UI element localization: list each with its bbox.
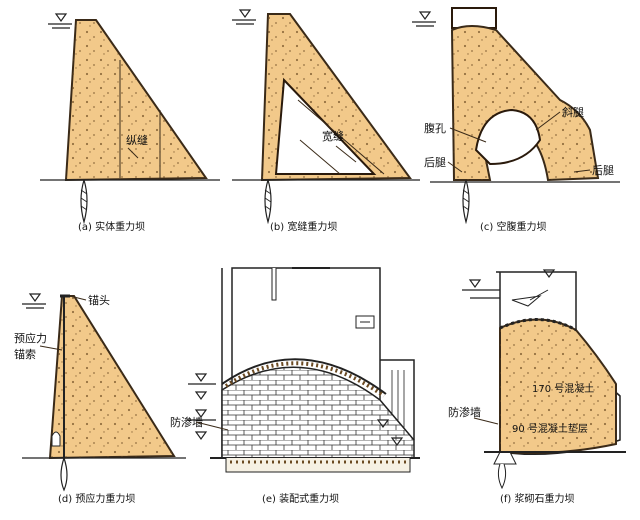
panel-b-slotted-dam: 宽缝 (b) 宽缝重力坝 xyxy=(232,9,420,233)
drain-gallery-icon xyxy=(355,315,375,329)
grout-curtain-icon xyxy=(264,179,272,225)
anchor-cable-label: 锚索 xyxy=(14,347,36,361)
grout-curtain-icon xyxy=(462,179,470,225)
caption-e: (e) 装配式重力坝 xyxy=(262,492,339,505)
panel-a-solid-dam: 纵缝 (a) 实体重力坝 xyxy=(40,13,220,233)
wide-joint-label: 宽缝 xyxy=(322,129,344,143)
water-level-icon xyxy=(412,11,436,27)
water-level-icon xyxy=(188,373,216,441)
seepage-wall-label-f: 防渗墙 xyxy=(448,405,481,419)
anchor-head-label: 锚头 xyxy=(88,293,110,307)
water-level-icon xyxy=(462,279,500,299)
concrete-90-label: 90 号混凝土垫层 xyxy=(512,422,588,435)
longitudinal-joint-label: 纵缝 xyxy=(126,133,148,147)
panel-c-hollow-dam: 腹孔 斜腿 后腿 后腿 (c) 空腹重力坝 xyxy=(412,7,620,233)
caption-c: (c) 空腹重力坝 xyxy=(480,220,546,233)
water-level-icon xyxy=(232,9,256,25)
caption-b: (b) 宽缝重力坝 xyxy=(270,220,337,233)
caption-f: (f) 浆砌石重力坝 xyxy=(500,492,575,505)
seepage-wall-label-e: 防渗墙 xyxy=(170,415,203,429)
water-level-icon xyxy=(22,293,46,309)
slant-leg-label: 斜腿 xyxy=(562,106,584,119)
rear-leg-label-left: 后腿 xyxy=(424,156,446,169)
panel-e-assembled-dam: 防渗墙 (e) 装配式重力坝 xyxy=(170,267,420,505)
caption-a: (a) 实体重力坝 xyxy=(78,220,145,233)
grout-curtain-icon xyxy=(80,179,88,225)
water-level-icon xyxy=(376,419,404,447)
water-level-icon xyxy=(542,269,556,279)
concrete-170-label: 170 号混凝土 xyxy=(532,382,594,395)
caption-d: (d) 预应力重力坝 xyxy=(58,492,135,505)
water-level-icon xyxy=(48,13,72,29)
panel-d-prestressed-dam: 锚头 预应力 锚索 (d) 预应力重力坝 xyxy=(14,293,186,505)
panel-f-masonry-dam: 170 号混凝土 90 号混凝土垫层 防渗墙 (f) 浆砌石重力坝 xyxy=(448,269,626,505)
hollow-label: 腹孔 xyxy=(424,121,446,135)
prestress-label: 预应力 xyxy=(14,331,47,345)
rear-leg-label-right: 后腿 xyxy=(592,164,614,177)
